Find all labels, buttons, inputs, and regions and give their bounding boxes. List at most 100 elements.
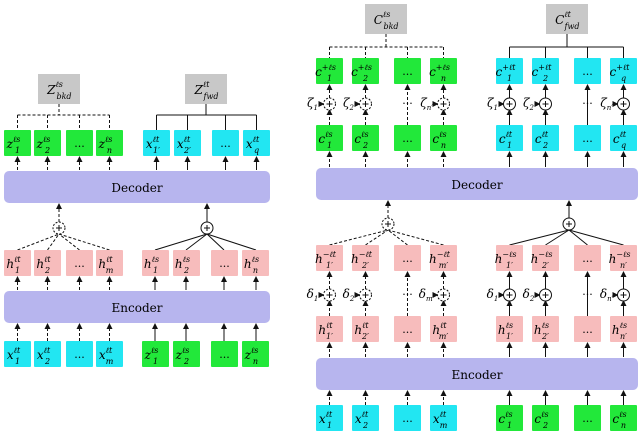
noise-term-subscript: 1 (494, 104, 498, 112)
symbol-subscript: m (106, 266, 114, 275)
symbol-superscript: −ℓs (538, 250, 552, 259)
symbol-superscript: ℓt (44, 255, 51, 264)
target-box (212, 130, 239, 156)
symbol-subscript: 1 (327, 421, 332, 430)
code-box (430, 125, 457, 151)
hidden-state-box (430, 316, 457, 342)
ellipsis-label: ... (402, 412, 413, 425)
symbol-label: xℓt 1 (7, 346, 21, 366)
connector-line (387, 229, 444, 246)
ellipsis-label: ··· (402, 288, 413, 301)
input-box (173, 341, 200, 367)
symbol-subscript: n′ (620, 332, 627, 341)
symbol-subscript: 2′ (541, 261, 549, 270)
symbol-superscript: −ℓt (323, 250, 337, 259)
symbol-subscript: 1 (153, 266, 158, 275)
input-box (496, 405, 523, 431)
symbol-subscript: 2′ (361, 332, 369, 341)
noise-term-label: δm′ (419, 287, 435, 303)
symbol-base: x (37, 348, 44, 362)
output-set-subscript: bkd (56, 92, 71, 101)
symbol-base: x (7, 348, 14, 362)
symbol-subscript: 1 (15, 357, 20, 366)
ellipsis-label: ... (219, 257, 230, 270)
output-set-base: C (374, 13, 383, 27)
ellipsis-label: ... (582, 323, 593, 336)
noise-term-subscript: 2 (529, 295, 535, 303)
symbol-superscript: ℓt (153, 135, 160, 144)
hidden-state-box (496, 316, 523, 342)
symbol-base: c (534, 412, 541, 426)
target-box (143, 130, 170, 156)
symbol-superscript: ℓs (505, 410, 512, 419)
symbol-subscript: 1 (15, 266, 20, 275)
symbol-subscript: n′ (620, 261, 627, 270)
symbol-base: c (613, 132, 620, 146)
noise-term-label: ζn′ (420, 96, 433, 112)
symbol-superscript: ℓt (326, 410, 333, 419)
symbol-superscript: ℓs (43, 135, 50, 144)
input-box (532, 405, 559, 431)
symbol-subscript: 2′ (183, 146, 191, 155)
connector-line (568, 229, 588, 246)
symbol-base: c (535, 132, 542, 146)
connector-layer (14, 34, 627, 405)
symbol-base: h (609, 252, 617, 266)
symbol-superscript: ℓt (253, 135, 260, 144)
ellipsis-label: ... (219, 348, 230, 361)
symbol-subscript: 2 (44, 146, 50, 155)
hidden-state-box (66, 250, 93, 276)
decoder-bar-label: Decoder (451, 178, 502, 192)
symbol-superscript: ℓt (440, 410, 447, 419)
ellipsis-label: ... (74, 348, 85, 361)
symbol-base: c (612, 412, 619, 426)
ellipsis-label: ... (582, 65, 593, 78)
symbol-base: z (36, 137, 44, 151)
connector-line (185, 233, 208, 251)
symbol-subscript: n (621, 421, 626, 430)
output-set-base: C (555, 13, 564, 27)
encoder-bar (4, 291, 270, 323)
output-set-box (185, 74, 227, 104)
symbol-subscript: n (253, 266, 258, 275)
target-box (174, 130, 201, 156)
symbol-superscript: ℓt (106, 346, 113, 355)
symbol-superscript: ℓs (151, 346, 158, 355)
noise-term-label: δ1 (487, 287, 499, 303)
noise-term-label: δn′ (600, 287, 614, 303)
symbol-subscript: 2 (362, 74, 368, 83)
connector-line (329, 229, 389, 246)
output-set-box (365, 4, 407, 34)
noise-term-label: ζ2 (523, 96, 535, 112)
symbol-superscript: ℓt (44, 346, 51, 355)
symbol-subscript: 1′ (326, 332, 333, 341)
noise-term-subscript: 1 (314, 104, 318, 112)
output-set-superscript: ℓs (383, 10, 390, 19)
symbol-label: zℓs 2 (36, 135, 51, 155)
symbol-base: h (534, 323, 542, 337)
symbol-superscript: ℓs (325, 130, 332, 139)
shifted-hidden-box (316, 245, 343, 271)
symbol-subscript: 1 (153, 357, 158, 366)
symbol-superscript: ℓt (14, 346, 21, 355)
noise-term-base: ζ (523, 96, 531, 110)
symbol-base: c (532, 65, 539, 79)
symbol-subscript: 2 (44, 357, 50, 366)
input-box (142, 341, 169, 367)
connector-line (206, 233, 257, 251)
